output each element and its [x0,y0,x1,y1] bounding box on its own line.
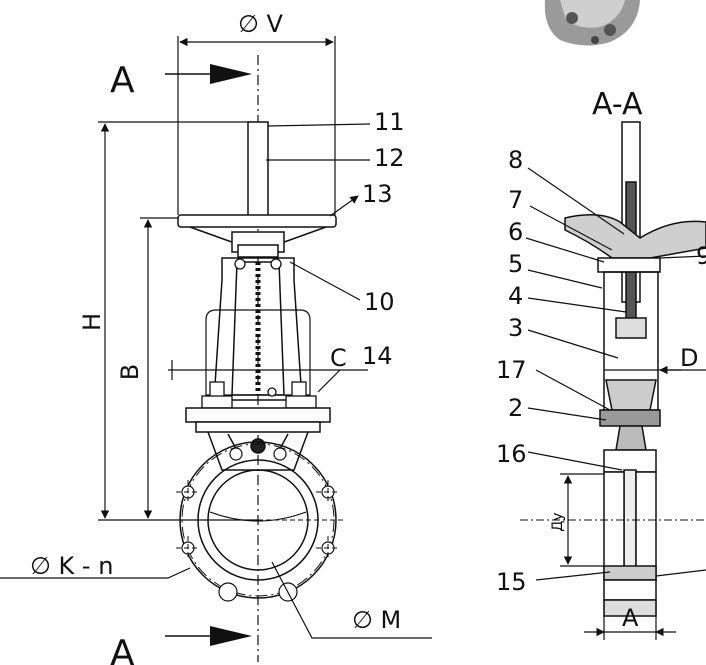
stem [247,121,269,223]
label-section-a-top: A [110,60,135,101]
label-phi-m: ∅ M [352,606,401,634]
label-part-12: 12 [374,144,405,172]
label-part-5: 5 [508,250,523,278]
gland-bolts [201,381,317,409]
dim-c [168,360,368,380]
label-section-title: A-A [592,87,643,122]
label-part-14: 14 [362,342,393,370]
dim-v [177,36,336,215]
dim-du [560,473,604,567]
label-phi-k-n: ∅ K - n [30,552,113,580]
handwheel [177,214,337,258]
product-thumbnail [544,0,640,46]
section-handwheel [564,214,706,259]
hole-crosshairs [170,480,346,560]
label-dim-c: C [330,344,347,372]
label-dim-b: B [116,364,144,380]
label-part-9: 9 [696,242,706,270]
label-dim-h: H [78,313,106,331]
label-section-a-bottom: A [110,633,135,665]
dim-a-right [584,600,676,640]
label-part-7: 7 [508,186,523,214]
label-dim-a: A [622,604,639,632]
label-part-10: 10 [364,288,395,316]
label-part-4: 4 [508,282,523,310]
section-arrow-bottom [165,626,252,646]
label-part-8: 8 [508,146,523,174]
label-part-15: 15 [496,568,527,596]
label-part-2: 2 [508,394,523,422]
label-part-17: 17 [496,356,527,384]
label-part-6: 6 [508,218,523,246]
section-yoke [597,257,661,617]
label-dim-du: Ду [550,512,566,531]
label-part-13: 13 [362,180,393,208]
dim-b [140,217,180,519]
label-part-11: 11 [374,108,405,136]
label-dim-d: D [680,344,698,372]
label-phi-v: ∅ V [238,10,284,38]
leaders-right [525,167,706,581]
leaders-left [0,123,432,639]
label-part-3: 3 [508,314,523,342]
body-top [185,407,331,471]
label-part-16: 16 [496,440,527,468]
